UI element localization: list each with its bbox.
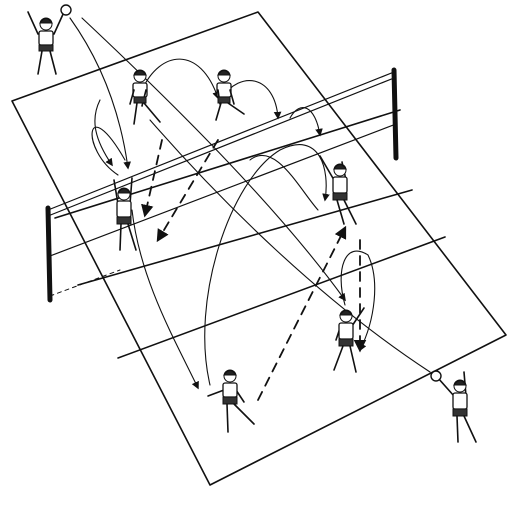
court-line-near-net (54, 109, 401, 219)
player (129, 69, 161, 125)
player (430, 370, 477, 443)
player (207, 369, 255, 433)
dashed-trajectories (141, 139, 367, 401)
net-bottom-rope (49, 269, 121, 297)
net-bottom-band (49, 123, 397, 257)
dashed-trajectory (156, 139, 219, 243)
net-top-band (47, 71, 395, 211)
court-center-line (77, 189, 413, 286)
trajectory (69, 17, 131, 170)
trajectory (204, 144, 330, 386)
ball-trajectories (69, 17, 431, 390)
trajectory (131, 209, 199, 390)
court-outline (11, 11, 507, 486)
net-top-band-lower (47, 77, 395, 217)
trajectory (340, 250, 376, 352)
player (215, 69, 245, 121)
dashed-trajectory (257, 225, 347, 401)
trajectory (149, 119, 431, 373)
player (333, 307, 365, 373)
court (11, 11, 507, 486)
trajectory (81, 17, 346, 302)
trajectory (141, 58, 220, 100)
net (45, 67, 399, 303)
court-attack-line (117, 236, 446, 359)
player (27, 4, 72, 75)
trajectory (289, 107, 323, 137)
trajectory (94, 99, 113, 167)
player (113, 177, 137, 251)
net-post-right (391, 67, 399, 161)
dashed-trajectory (141, 139, 163, 218)
player (319, 155, 357, 225)
net-post-left (45, 205, 53, 303)
trajectory (249, 154, 319, 211)
